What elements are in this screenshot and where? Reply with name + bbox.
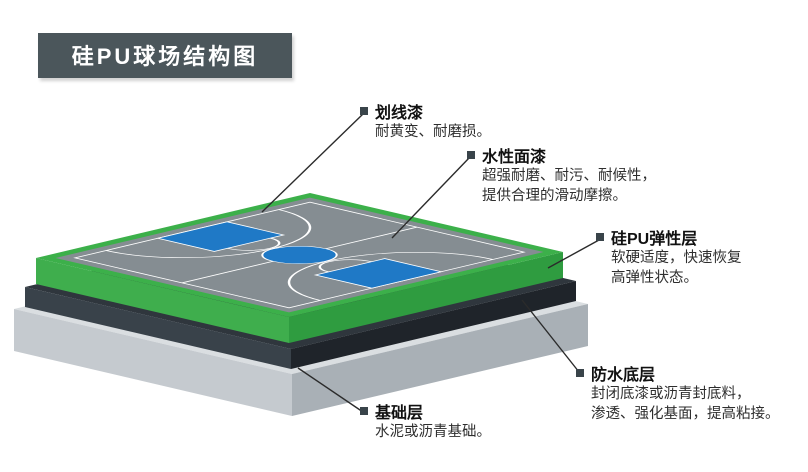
leader-line-line-paint: [261, 113, 364, 213]
square-bullet-icon: [596, 233, 604, 241]
callout-desc-line: 提供合理的滑动摩擦。: [482, 188, 627, 204]
callout-title: 防水底层: [591, 367, 656, 384]
callout-line-paint: 划线漆 耐黄变、耐磨损。: [360, 100, 491, 142]
callout-header: 防水底层: [576, 362, 780, 384]
elastic-layer-shape: [36, 252, 563, 343]
leader-line-waterproof: [521, 299, 580, 373]
callout-desc-line: 耐黄变、耐磨损。: [375, 124, 491, 140]
court-center-circle: [261, 246, 338, 264]
court-key-left: [156, 221, 286, 252]
callout-title: 基础层: [375, 405, 424, 422]
leader-line-elastic: [547, 239, 600, 269]
callout-desc-line: 软硬适度，快速恢复: [611, 250, 742, 266]
callout-title: 划线漆: [375, 105, 424, 122]
callout-desc-line: 封闭底漆或沥青封底料，: [591, 386, 751, 402]
callout-header: 水性面漆: [467, 144, 656, 166]
callout-header: 硅PU弹性层: [596, 226, 742, 248]
leader-lines: [261, 113, 600, 413]
court-top-surface: [35, 193, 564, 317]
callout-header: 划线漆: [360, 100, 491, 122]
square-bullet-icon: [360, 407, 368, 415]
callout-desc-line: 水泥或沥青基础。: [375, 424, 491, 440]
callout-base: 基础层 水泥或沥青基础。: [360, 400, 491, 442]
callout-desc-line: 超强耐磨、耐污、耐候性，: [482, 168, 656, 184]
square-bullet-icon: [360, 107, 368, 115]
callout-desc-line: 渗透、强化基面，提高粘接。: [591, 406, 780, 422]
callout-topcoat: 水性面漆 超强耐磨、耐污、耐候性， 提供合理的滑动摩擦。: [467, 144, 656, 206]
leader-line-topcoat: [391, 156, 471, 239]
leader-line-base: [297, 367, 364, 413]
callout-title: 水性面漆: [482, 149, 547, 166]
callout-title: 硅PU弹性层: [611, 231, 698, 248]
callout-elastic: 硅PU弹性层 软硬适度，快速恢复 高弹性状态。: [596, 226, 742, 288]
square-bullet-icon: [576, 369, 584, 377]
callout-desc-line: 高弹性状态。: [611, 270, 698, 286]
court-key-right: [313, 258, 443, 289]
callout-header: 基础层: [360, 400, 491, 422]
page-title: 硅PU球场结构图: [38, 33, 292, 78]
callout-waterproof: 防水底层 封闭底漆或沥青封底料， 渗透、强化基面，提高粘接。: [576, 362, 780, 424]
square-bullet-icon: [467, 151, 475, 159]
